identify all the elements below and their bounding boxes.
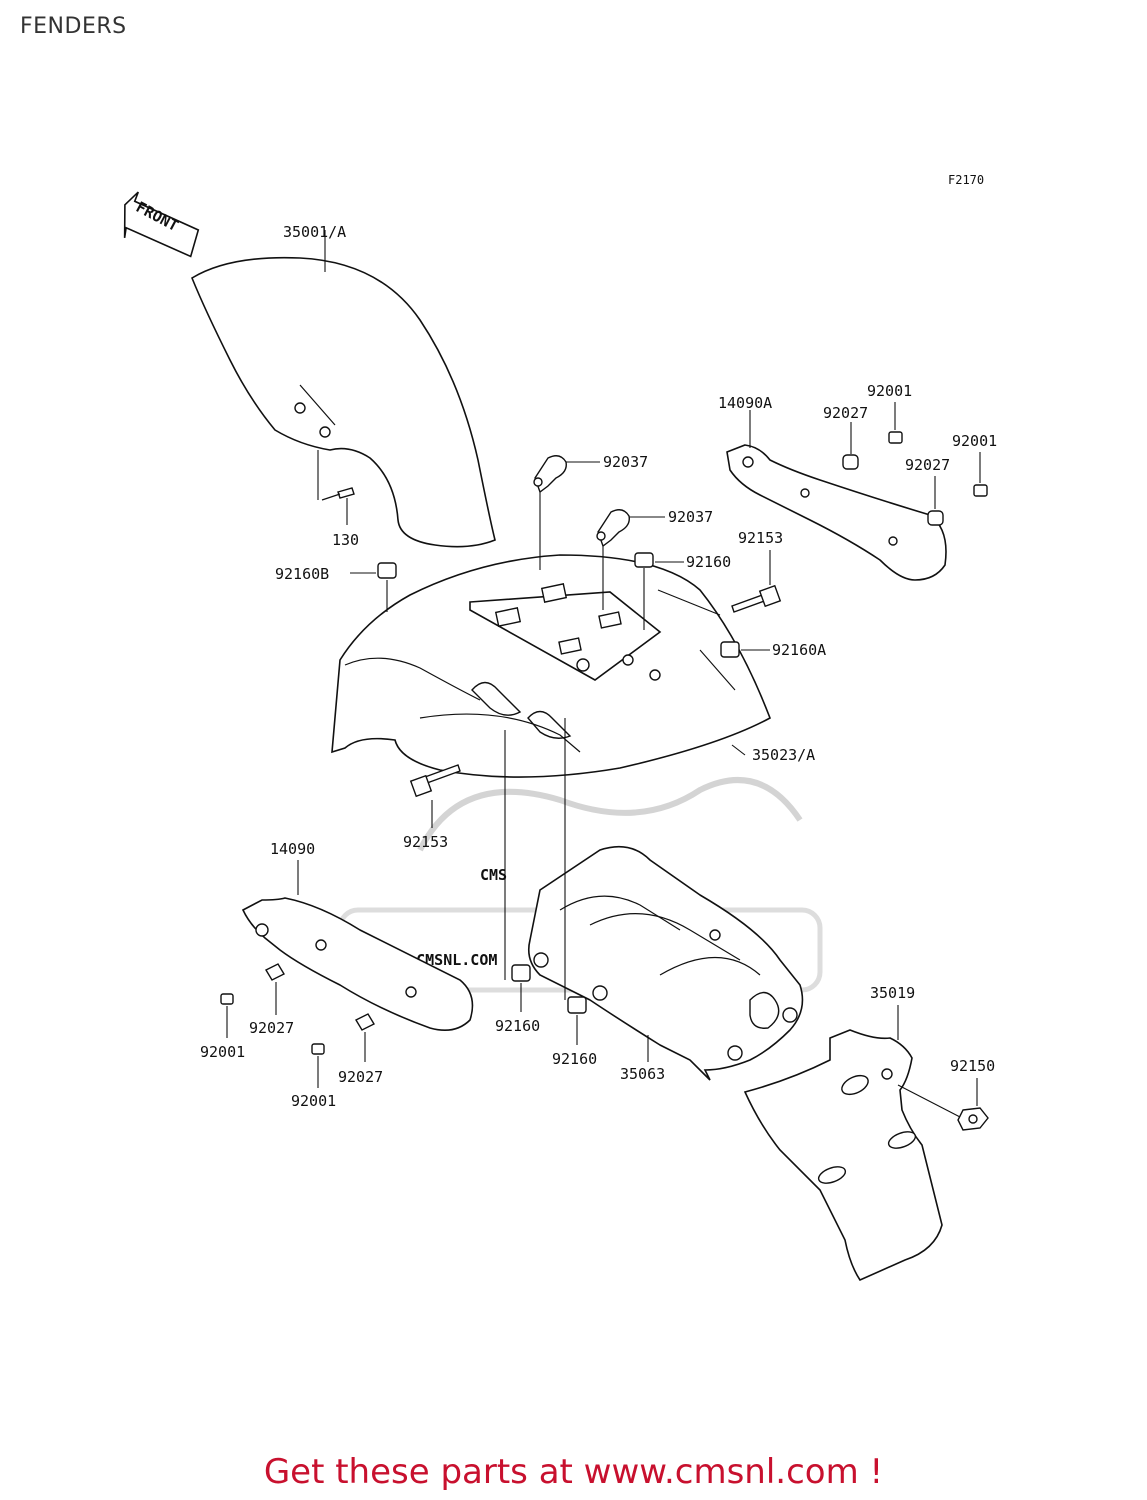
label-damper-bracket-1: 92160 xyxy=(495,1017,540,1035)
label-washer-left-2: 92027 xyxy=(338,1068,383,1086)
washer-left-2-icon xyxy=(355,1013,375,1031)
bracket-part xyxy=(527,845,804,1081)
label-washer-right-1: 92027 xyxy=(823,404,868,422)
label-screw-right-1: 92001 xyxy=(867,382,912,400)
screw-right-2-icon xyxy=(973,484,988,497)
bolt-rear-right-icon xyxy=(731,584,782,613)
clamp-upper-icon xyxy=(533,455,567,494)
footer-cta-link[interactable]: Get these parts at www.cmsnl.com ! xyxy=(263,1452,884,1492)
label-flap: 35019 xyxy=(870,984,915,1002)
label-screw-left-2: 92001 xyxy=(291,1092,336,1110)
cover-right-part xyxy=(726,444,947,581)
label-nut-flap: 92150 xyxy=(950,1057,995,1075)
damper-92160b-icon xyxy=(377,562,397,579)
screw-right-1-icon xyxy=(888,431,903,444)
exploded-parts-diagram: CMS WWW.CMSNL.COM FRONT F2170 35001/A 13… xyxy=(123,173,997,1282)
figure-code: F2170 xyxy=(948,173,984,187)
label-cover-right: 14090A xyxy=(718,394,772,412)
washer-right-1-icon xyxy=(842,454,859,470)
flap-part xyxy=(743,1029,943,1282)
screw-left-1-icon xyxy=(220,993,234,1005)
damper-bracket-1-icon xyxy=(511,964,531,982)
label-damper-92160b: 92160B xyxy=(275,565,329,583)
front-arrow-icon: FRONT xyxy=(123,191,200,258)
label-screw-right-2: 92001 xyxy=(952,432,997,450)
label-bolt-130: 130 xyxy=(332,531,359,549)
label-rear-fender: 35023/A xyxy=(752,746,815,764)
screw-left-2-icon xyxy=(311,1043,325,1055)
clamp-lower-icon xyxy=(596,509,630,548)
label-clamp-lower: 92037 xyxy=(668,508,713,526)
damper-bracket-2-icon xyxy=(567,996,587,1014)
label-damper-92160a: 92160A xyxy=(772,641,826,659)
bolt-130-icon xyxy=(321,487,355,501)
nut-flap-icon xyxy=(957,1107,989,1131)
front-fender-part xyxy=(191,256,496,548)
watermark-logo: CMS xyxy=(480,866,507,884)
label-bolt-rear-left: 92153 xyxy=(403,833,448,851)
rear-fender-part xyxy=(331,554,771,778)
cover-left-part xyxy=(241,897,474,1031)
label-washer-left-1: 92027 xyxy=(249,1019,294,1037)
label-bracket: 35063 xyxy=(620,1065,665,1083)
label-damper-bracket-2: 92160 xyxy=(552,1050,597,1068)
washer-right-2-icon xyxy=(927,510,944,526)
label-front-fender: 35001/A xyxy=(283,223,346,241)
label-screw-left-1: 92001 xyxy=(200,1043,245,1061)
damper-92160a-icon xyxy=(720,641,740,658)
label-bolt-rear-right: 92153 xyxy=(738,529,783,547)
label-clamp-upper: 92037 xyxy=(603,453,648,471)
washer-left-1-icon xyxy=(265,963,285,981)
label-cover-left: 14090 xyxy=(270,840,315,858)
label-washer-right-2: 92027 xyxy=(905,456,950,474)
page-title: FENDERS xyxy=(20,14,127,39)
bolt-rear-left-icon xyxy=(409,764,461,798)
label-damper-rear-top: 92160 xyxy=(686,553,731,571)
damper-rear-top-icon xyxy=(634,552,654,568)
